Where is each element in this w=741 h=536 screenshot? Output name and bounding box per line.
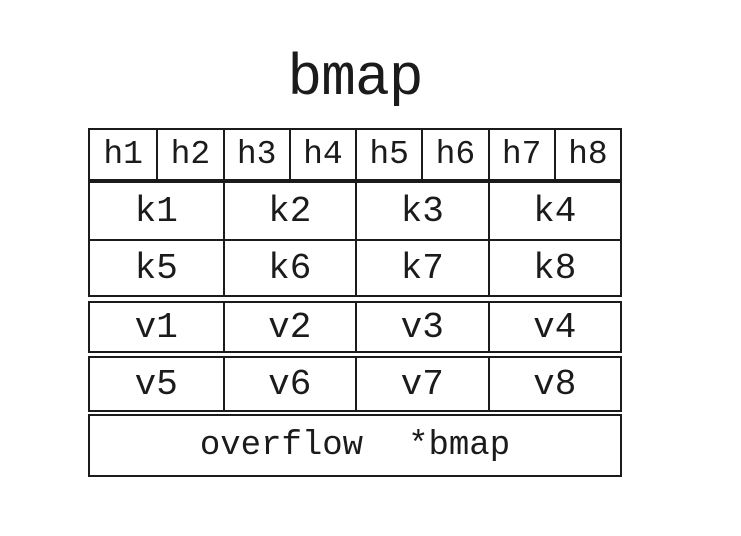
key-cell: k6 xyxy=(222,239,355,295)
key-cell: k5 xyxy=(90,239,223,295)
overflow-box: overflow *bmap xyxy=(88,414,622,477)
value-cell: v8 xyxy=(487,358,621,410)
overflow-field-name: overflow xyxy=(199,426,364,465)
values-row-1: v1 v2 v3 v4 xyxy=(88,301,622,353)
key-cell: k1 xyxy=(134,190,178,232)
value-cell: v1 xyxy=(134,306,178,348)
tophash-cell: h3 xyxy=(222,130,289,179)
tophash-row: h1 h2 h3 h4 h5 h6 h7 h8 xyxy=(88,128,622,181)
key-cell: k4 xyxy=(487,183,621,239)
keys-block: k1 k2 k3 k4 k5 k6 k7 k8 xyxy=(88,181,622,297)
tophash-cell: h8 xyxy=(553,130,620,179)
tophash-cell: h1 xyxy=(103,136,143,173)
value-cell: v3 xyxy=(355,303,488,351)
overflow-field-type: *bmap xyxy=(408,426,511,465)
tophash-cell: h7 xyxy=(487,130,554,179)
key-cell: k3 xyxy=(355,183,488,239)
value-cell: v7 xyxy=(355,358,488,410)
value-cell: v5 xyxy=(134,363,178,405)
tophash-cell: h6 xyxy=(421,130,487,179)
values-row-2: v5 v6 v7 v8 xyxy=(88,356,622,412)
key-cell: k8 xyxy=(487,239,620,295)
value-cell: v2 xyxy=(222,303,356,351)
tophash-cell: h5 xyxy=(355,130,421,179)
tophash-cell: h4 xyxy=(288,130,355,179)
value-cell: v4 xyxy=(487,303,621,351)
value-cell: v6 xyxy=(222,358,356,410)
tophash-cell: h2 xyxy=(156,130,222,179)
bucket-structure: h1 h2 h3 h4 h5 h6 h7 h8 k1 k2 k3 k4 k5 k… xyxy=(88,128,622,477)
diagram-title: bmap xyxy=(287,47,423,112)
key-cell: k7 xyxy=(355,239,488,295)
key-cell: k2 xyxy=(222,183,356,239)
